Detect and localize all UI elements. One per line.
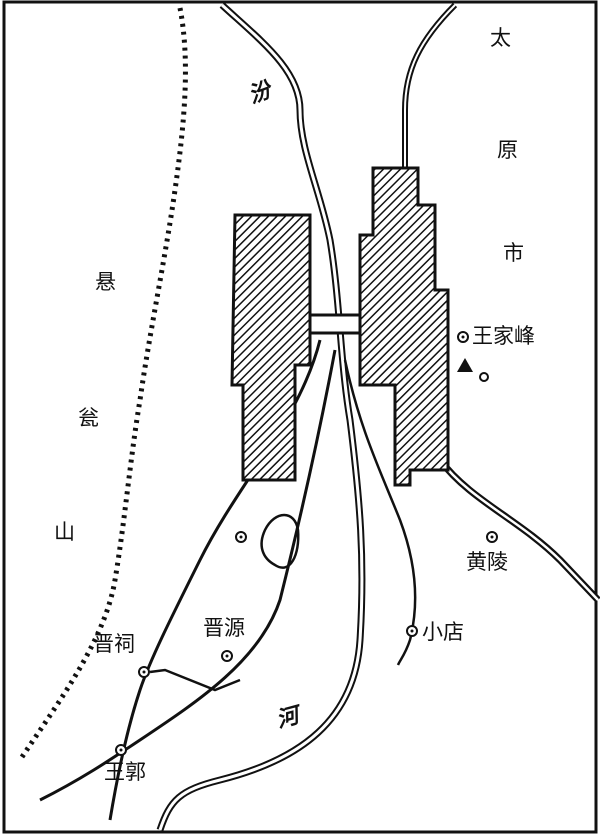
mountain-ridge-line (17, 7, 188, 762)
marker-wangguo (115, 744, 127, 756)
bridge (303, 313, 362, 335)
marker-jinci (138, 666, 150, 678)
urban-area-west (230, 213, 312, 482)
place-label-jinyuan: 晋源 (203, 616, 245, 640)
place-label-wangguo: 王郭 (104, 760, 146, 784)
east-channel (402, 2, 458, 175)
peak-triangle-icon (457, 358, 473, 372)
city-label-char-2: 原 (497, 138, 518, 162)
city-label-char-1: 太 (490, 26, 511, 50)
marker-xiaodian (406, 625, 418, 637)
middle-canal (39, 349, 337, 802)
marker-wangjiafeng (457, 331, 469, 343)
place-label-xiaodian: 小店 (422, 620, 464, 644)
pond (260, 513, 300, 569)
place-label-huangling: 黄陵 (466, 550, 508, 574)
marker-huangling (486, 531, 498, 543)
mountain-label-char-3: 山 (54, 520, 75, 544)
urban-area-east (358, 166, 450, 487)
cross-canal (149, 668, 241, 692)
place-label-wangjiafeng: 王家峰 (472, 324, 535, 348)
southeast-road (437, 457, 600, 603)
east-canal (343, 359, 417, 666)
marker-pond-site (235, 531, 247, 543)
marker-jinyuan (221, 650, 233, 662)
place-label-jinci: 晋祠 (93, 632, 135, 656)
mountain-label-char-2: 瓮 (78, 406, 99, 430)
city-label-char-3: 市 (503, 241, 524, 265)
small-circle-marker (479, 372, 489, 382)
mountain-label-char-1: 悬 (95, 270, 116, 294)
